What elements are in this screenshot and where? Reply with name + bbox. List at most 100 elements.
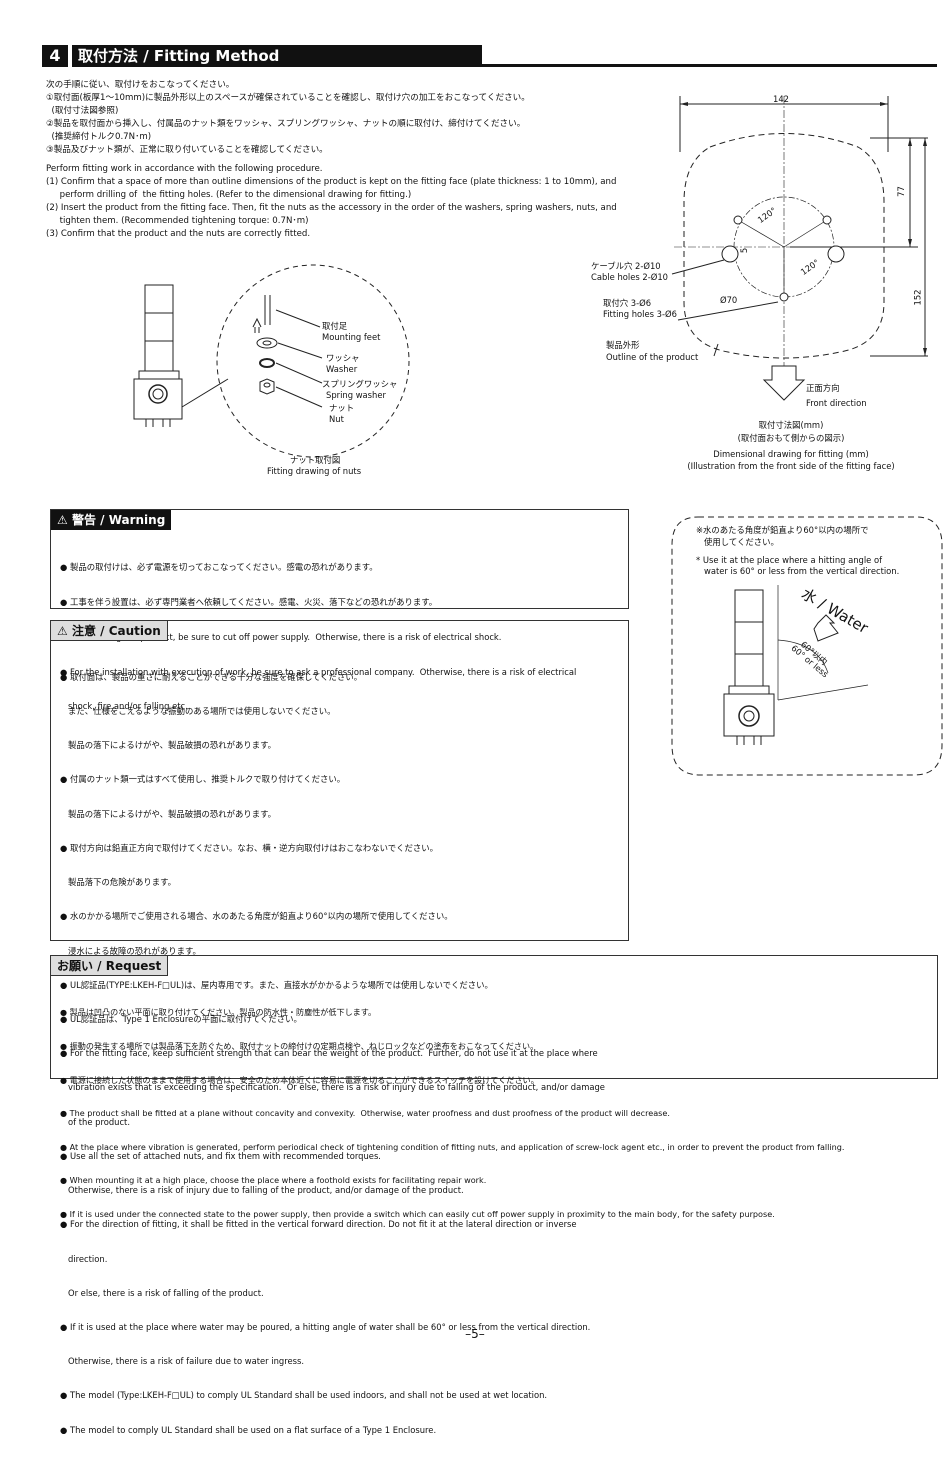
intro-jp-line: ③製品及びナット類が、正常に取り付いていることを確認してください。: [46, 145, 328, 155]
cable-holes-en: Cable holes 2-Ø10: [591, 272, 668, 282]
request-line: ● When mounting it at a high place, choo…: [60, 1175, 487, 1186]
caution-title: ⚠ 注意 / Caution: [51, 621, 168, 641]
dimensional-drawing: [671, 96, 928, 401]
caution-line: ● The model to comply UL Standard shall …: [60, 1424, 437, 1435]
caution-line: Or else, there is a risk of falling of t…: [60, 1287, 264, 1298]
nut-jp: ナット: [329, 403, 355, 413]
intro-jp: 次の手順に従い、取付けをおこなってください。 ①取付面(板厚1〜10mm)に製品…: [46, 79, 530, 157]
caution-box: ⚠ 注意 / Caution ● 取付面は、製品の重さに耐えることができる十分な…: [50, 620, 629, 1435]
water-note-jp2: 使用してください。: [696, 537, 779, 547]
water-note-en2: water is 60° or less from the vertical d…: [696, 566, 900, 576]
caution-line: Otherwise, there is a risk of failure du…: [60, 1356, 305, 1367]
caution-line: 製品落下の危険があります。: [60, 877, 177, 888]
caution-line: ● 付属のナット類一式はすべて使用し、推奨トルクで取り付けてください。: [60, 774, 346, 785]
product-unit-icon: [723, 589, 775, 745]
dim-caption-en1: Dimensional drawing for fitting (mm): [713, 449, 869, 459]
caution-line: ● UL認証品は、Type 1 Enclosureの平面に取付けてください。: [60, 1014, 302, 1024]
intro-jp-line: (取付寸法図参照): [46, 106, 119, 116]
section-title: 取付方法 / Fitting Method: [72, 45, 482, 67]
caution-line: ● For the fitting face, keep sufficient …: [60, 1048, 598, 1059]
intro-en-line: (2) Insert the product from the fitting …: [46, 203, 617, 213]
caution-line: ● 取付面は、製品の重さに耐えることができる十分な強度を確保してください。: [60, 671, 363, 682]
outline-en: Outline of the product: [606, 352, 699, 362]
caution-line: ● Use all the set of attached nuts, and …: [60, 1150, 381, 1161]
caution-line: ● 取付方向は鉛直正方向で取付けてください。なお、横・逆方向取付けはおこなわない…: [60, 842, 438, 853]
dim-width: 142: [773, 94, 789, 104]
intro-jp-line: ②製品を取付面から挿入し、付属品のナット類をワッシャ、スプリングワッシャ、ナット…: [46, 119, 526, 129]
washer-en: Washer: [326, 364, 358, 374]
nut-en: Nut: [329, 414, 344, 424]
warning-line: ● 製品の取付けは、必ず電源を切っておこなってください。感電の恐れがあります。: [60, 562, 378, 573]
washer-jp: ワッシャ: [326, 353, 360, 363]
intro-en-line: (1) Confirm that a space of more than ou…: [46, 177, 617, 187]
caution-title-text: 注意 / Caution: [71, 624, 161, 638]
warning-line: shock, fire and/or falling etc.: [60, 701, 188, 712]
request-line: ● 電源に接続した状態のままで使用する場合は、安全のため本体近くに容易に電源を切…: [60, 1074, 539, 1085]
fitting-holes-jp: 取付穴 3-Ø6: [603, 298, 652, 308]
caution-line: direction.: [60, 1253, 108, 1264]
intro-en-line: Perform fitting work in accordance with …: [46, 164, 323, 174]
caution-line: of the product.: [60, 1116, 131, 1127]
request-line: ● At the place where vibration is genera…: [60, 1141, 845, 1152]
intro-jp-line: 次の手順に従い、取付けをおこなってください。: [46, 80, 235, 90]
nut-caption-jp: ナット取付図: [290, 455, 341, 465]
intro-jp-line: (推奨締付トルク0.7N･m): [46, 132, 152, 142]
caution-line: ● For the direction of fitting, it shall…: [60, 1219, 577, 1230]
dim-caption-jp1: 取付寸法図(mm): [758, 420, 824, 430]
section-header: 4 取付方法 / Fitting Method: [42, 45, 937, 67]
section-number: 4: [42, 45, 68, 67]
caution-line: Otherwise, there is a risk of injury due…: [60, 1185, 464, 1196]
warning-title-text: 警告 / Warning: [71, 513, 166, 527]
caution-line: ● If it is used at the place where water…: [60, 1321, 591, 1332]
cable-holes-jp: ケーブル穴 2-Ø10: [591, 261, 661, 271]
dim-caption-jp2: (取付面おもて側からの図示): [737, 433, 845, 443]
nut-caption-en: Fitting drawing of nuts: [267, 466, 362, 476]
dim-d70: Ø70: [720, 295, 738, 305]
request-line: ● If it is used under the connected stat…: [60, 1209, 775, 1220]
dim-h77: 77: [895, 186, 906, 197]
product-unit-icon: [133, 284, 183, 427]
fitting-holes-en: Fitting holes 3-Ø6: [603, 309, 677, 319]
request-line: ● The product shall be fitted at a plane…: [60, 1108, 670, 1119]
warning-icon: ⚠: [57, 513, 68, 527]
water-angle-drawing: [671, 516, 943, 776]
warning-line: ● 工事を伴う設置は、必ず専門業者へ依頼してください。感電、火災、落下などの恐れ…: [60, 596, 438, 607]
request-title: お願い / Request: [51, 956, 169, 976]
dim-caption-en2: (Illustration from the front side of the…: [687, 461, 895, 471]
caution-line: また、仕様をこえるような振動のある場所では使用しないでください。: [60, 706, 336, 717]
intro-en: Perform fitting work in accordance with …: [46, 163, 617, 241]
request-line: ● 振動の発生する場所では製品落下を防ぐため、取付ナットの締付けの定期点検や、ね…: [60, 1041, 539, 1052]
header-rule: [72, 64, 937, 67]
front-direction-jp: 正面方向: [806, 383, 840, 393]
caution-line: 製品の落下によるけがや、製品破損の恐れがあります。: [60, 740, 277, 751]
caution-line: ● The model (Type:LKEH-F□UL) to comply U…: [60, 1390, 548, 1401]
request-box: お願い / Request ● 製品は凹凸のない平面に取り付けてください。製品の…: [50, 955, 938, 1219]
intro-en-line: perform drilling of the fitting holes. (…: [46, 190, 412, 200]
dim-five: 5: [739, 247, 750, 254]
warning-box: ⚠ 警告 / Warning ● 製品の取付けは、必ず電源を切っておこなってくだ…: [50, 509, 629, 711]
front-direction-en: Front direction: [806, 398, 867, 408]
caution-line: ● 水のかかる場所でご使用される場合、水のあたる角度が鉛直より60°以内の場所で…: [60, 911, 453, 922]
warning-title: ⚠ 警告 / Warning: [51, 510, 172, 530]
request-text: ● 製品は凹凸のない平面に取り付けてください。製品の防水性・防塵性が低下します。…: [60, 985, 844, 1243]
caution-line: 製品の落下によるけがや、製品破損の恐れがあります。: [60, 808, 277, 819]
spring-washer-en: Spring washer: [326, 390, 386, 400]
intro-jp-line: ①取付面(板厚1〜10mm)に製品外形以上のスペースが確保されていることを確認し…: [46, 93, 530, 103]
mounting-feet-jp: 取付足: [322, 321, 348, 331]
water-note-jp1: ※水のあたる角度が鉛直より60°以内の場所で: [696, 525, 869, 535]
mounting-feet-en: Mounting feet: [322, 332, 381, 342]
warning-line: ● For the installation with execution of…: [60, 666, 577, 677]
intro-en-line: (3) Confirm that the product and the nut…: [46, 229, 311, 239]
dim-h152: 152: [912, 289, 923, 306]
caution-line: 浸水による故障の恐れがあります。: [60, 945, 201, 956]
water-note-en1: * Use it at the place where a hitting an…: [696, 555, 883, 565]
caution-line: ● UL認証品(TYPE:LKEH-F□UL)は、屋内専用です。また、直接水がか…: [60, 979, 493, 990]
page-number: –5–: [465, 1327, 485, 1341]
spring-washer-jp: スプリングワッシャ: [322, 379, 398, 389]
outline-jp: 製品外形: [606, 340, 640, 350]
caution-line: vibration exists that is exceeding the s…: [60, 1082, 605, 1093]
nut-fitting-drawing: [133, 264, 410, 458]
intro-en-line: tighten them. (Recommended tightening to…: [46, 216, 309, 226]
caution-icon: ⚠: [57, 624, 68, 638]
request-line: ● 製品は凹凸のない平面に取り付けてください。製品の防水性・防塵性が低下します。: [60, 1007, 377, 1018]
